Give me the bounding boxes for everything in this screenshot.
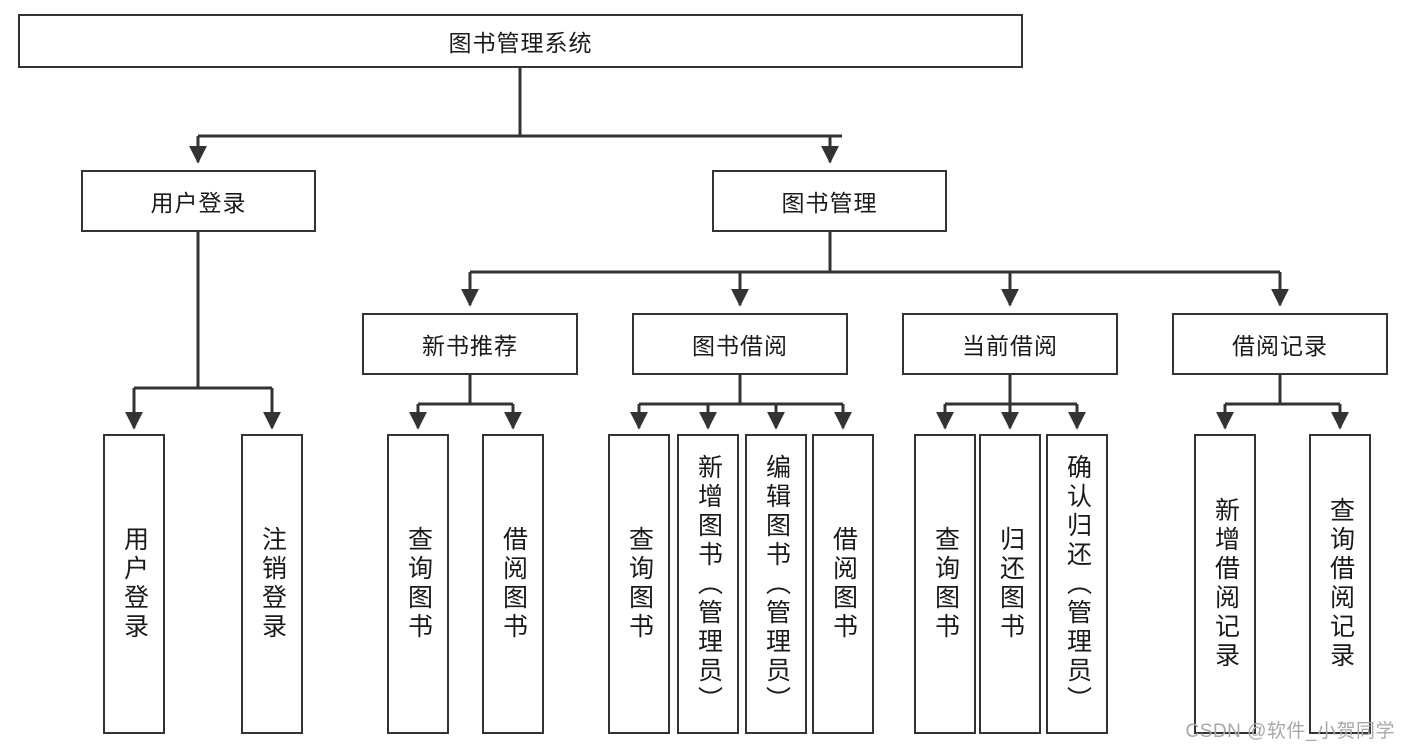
leaf-borrow-book-2[interactable]: 借阅图书 xyxy=(812,434,874,734)
leaf-add-book-label: 新增图书（管理员） xyxy=(694,453,723,715)
leaf-user-login[interactable]: 用户登录 xyxy=(103,434,165,734)
leaf-borrow-book-2-label: 借阅图书 xyxy=(829,526,858,642)
node-borrow-record[interactable]: 借阅记录 xyxy=(1172,313,1388,375)
leaf-query-book-2-label: 查询图书 xyxy=(625,526,654,642)
leaf-query-book-2[interactable]: 查询图书 xyxy=(608,434,670,734)
node-book-manage-label: 图书管理 xyxy=(781,190,878,216)
leaf-borrow-book-1-label: 借阅图书 xyxy=(499,526,528,642)
node-user-login-label: 用户登录 xyxy=(150,190,247,216)
leaf-add-book[interactable]: 新增图书（管理员） xyxy=(677,434,739,734)
node-borrow-record-label: 借阅记录 xyxy=(1232,333,1328,359)
leaf-query-book-3[interactable]: 查询图书 xyxy=(914,434,976,734)
node-current-borrow[interactable]: 当前借阅 xyxy=(902,313,1118,375)
leaf-add-record[interactable]: 新增借阅记录 xyxy=(1194,434,1256,734)
leaf-return-book-label: 归还图书 xyxy=(996,526,1025,642)
leaf-edit-book-label: 编辑图书（管理员） xyxy=(762,453,791,715)
leaf-return-book[interactable]: 归还图书 xyxy=(979,434,1041,734)
node-current-borrow-label: 当前借阅 xyxy=(962,333,1058,359)
csdn-watermark: CSDN @软件_小贺同学 xyxy=(1185,721,1395,742)
node-new-book-rec-label: 新书推荐 xyxy=(422,333,518,359)
leaf-query-book-1[interactable]: 查询图书 xyxy=(387,434,449,734)
node-book-manage[interactable]: 图书管理 xyxy=(712,170,947,232)
node-book-borrow-label: 图书借阅 xyxy=(692,333,788,359)
leaf-confirm-return[interactable]: 确认归还（管理员） xyxy=(1046,434,1108,734)
node-user-login[interactable]: 用户登录 xyxy=(81,170,316,232)
leaf-confirm-return-label: 确认归还（管理员） xyxy=(1063,453,1092,715)
leaf-add-record-label: 新增借阅记录 xyxy=(1211,497,1240,671)
node-book-borrow[interactable]: 图书借阅 xyxy=(632,313,848,375)
node-root-label: 图书管理系统 xyxy=(448,30,593,56)
leaf-query-book-1-label: 查询图书 xyxy=(404,526,433,642)
node-new-book-rec[interactable]: 新书推荐 xyxy=(362,313,578,375)
leaf-borrow-book-1[interactable]: 借阅图书 xyxy=(482,434,544,734)
leaf-edit-book[interactable]: 编辑图书（管理员） xyxy=(745,434,807,734)
leaf-logout-label: 注销登录 xyxy=(258,526,287,642)
node-root[interactable]: 图书管理系统 xyxy=(18,14,1023,68)
leaf-query-record-label: 查询借阅记录 xyxy=(1326,497,1355,671)
leaf-user-login-label: 用户登录 xyxy=(120,526,149,642)
leaf-logout[interactable]: 注销登录 xyxy=(241,434,303,734)
leaf-query-book-3-label: 查询图书 xyxy=(931,526,960,642)
leaf-query-record[interactable]: 查询借阅记录 xyxy=(1309,434,1371,734)
